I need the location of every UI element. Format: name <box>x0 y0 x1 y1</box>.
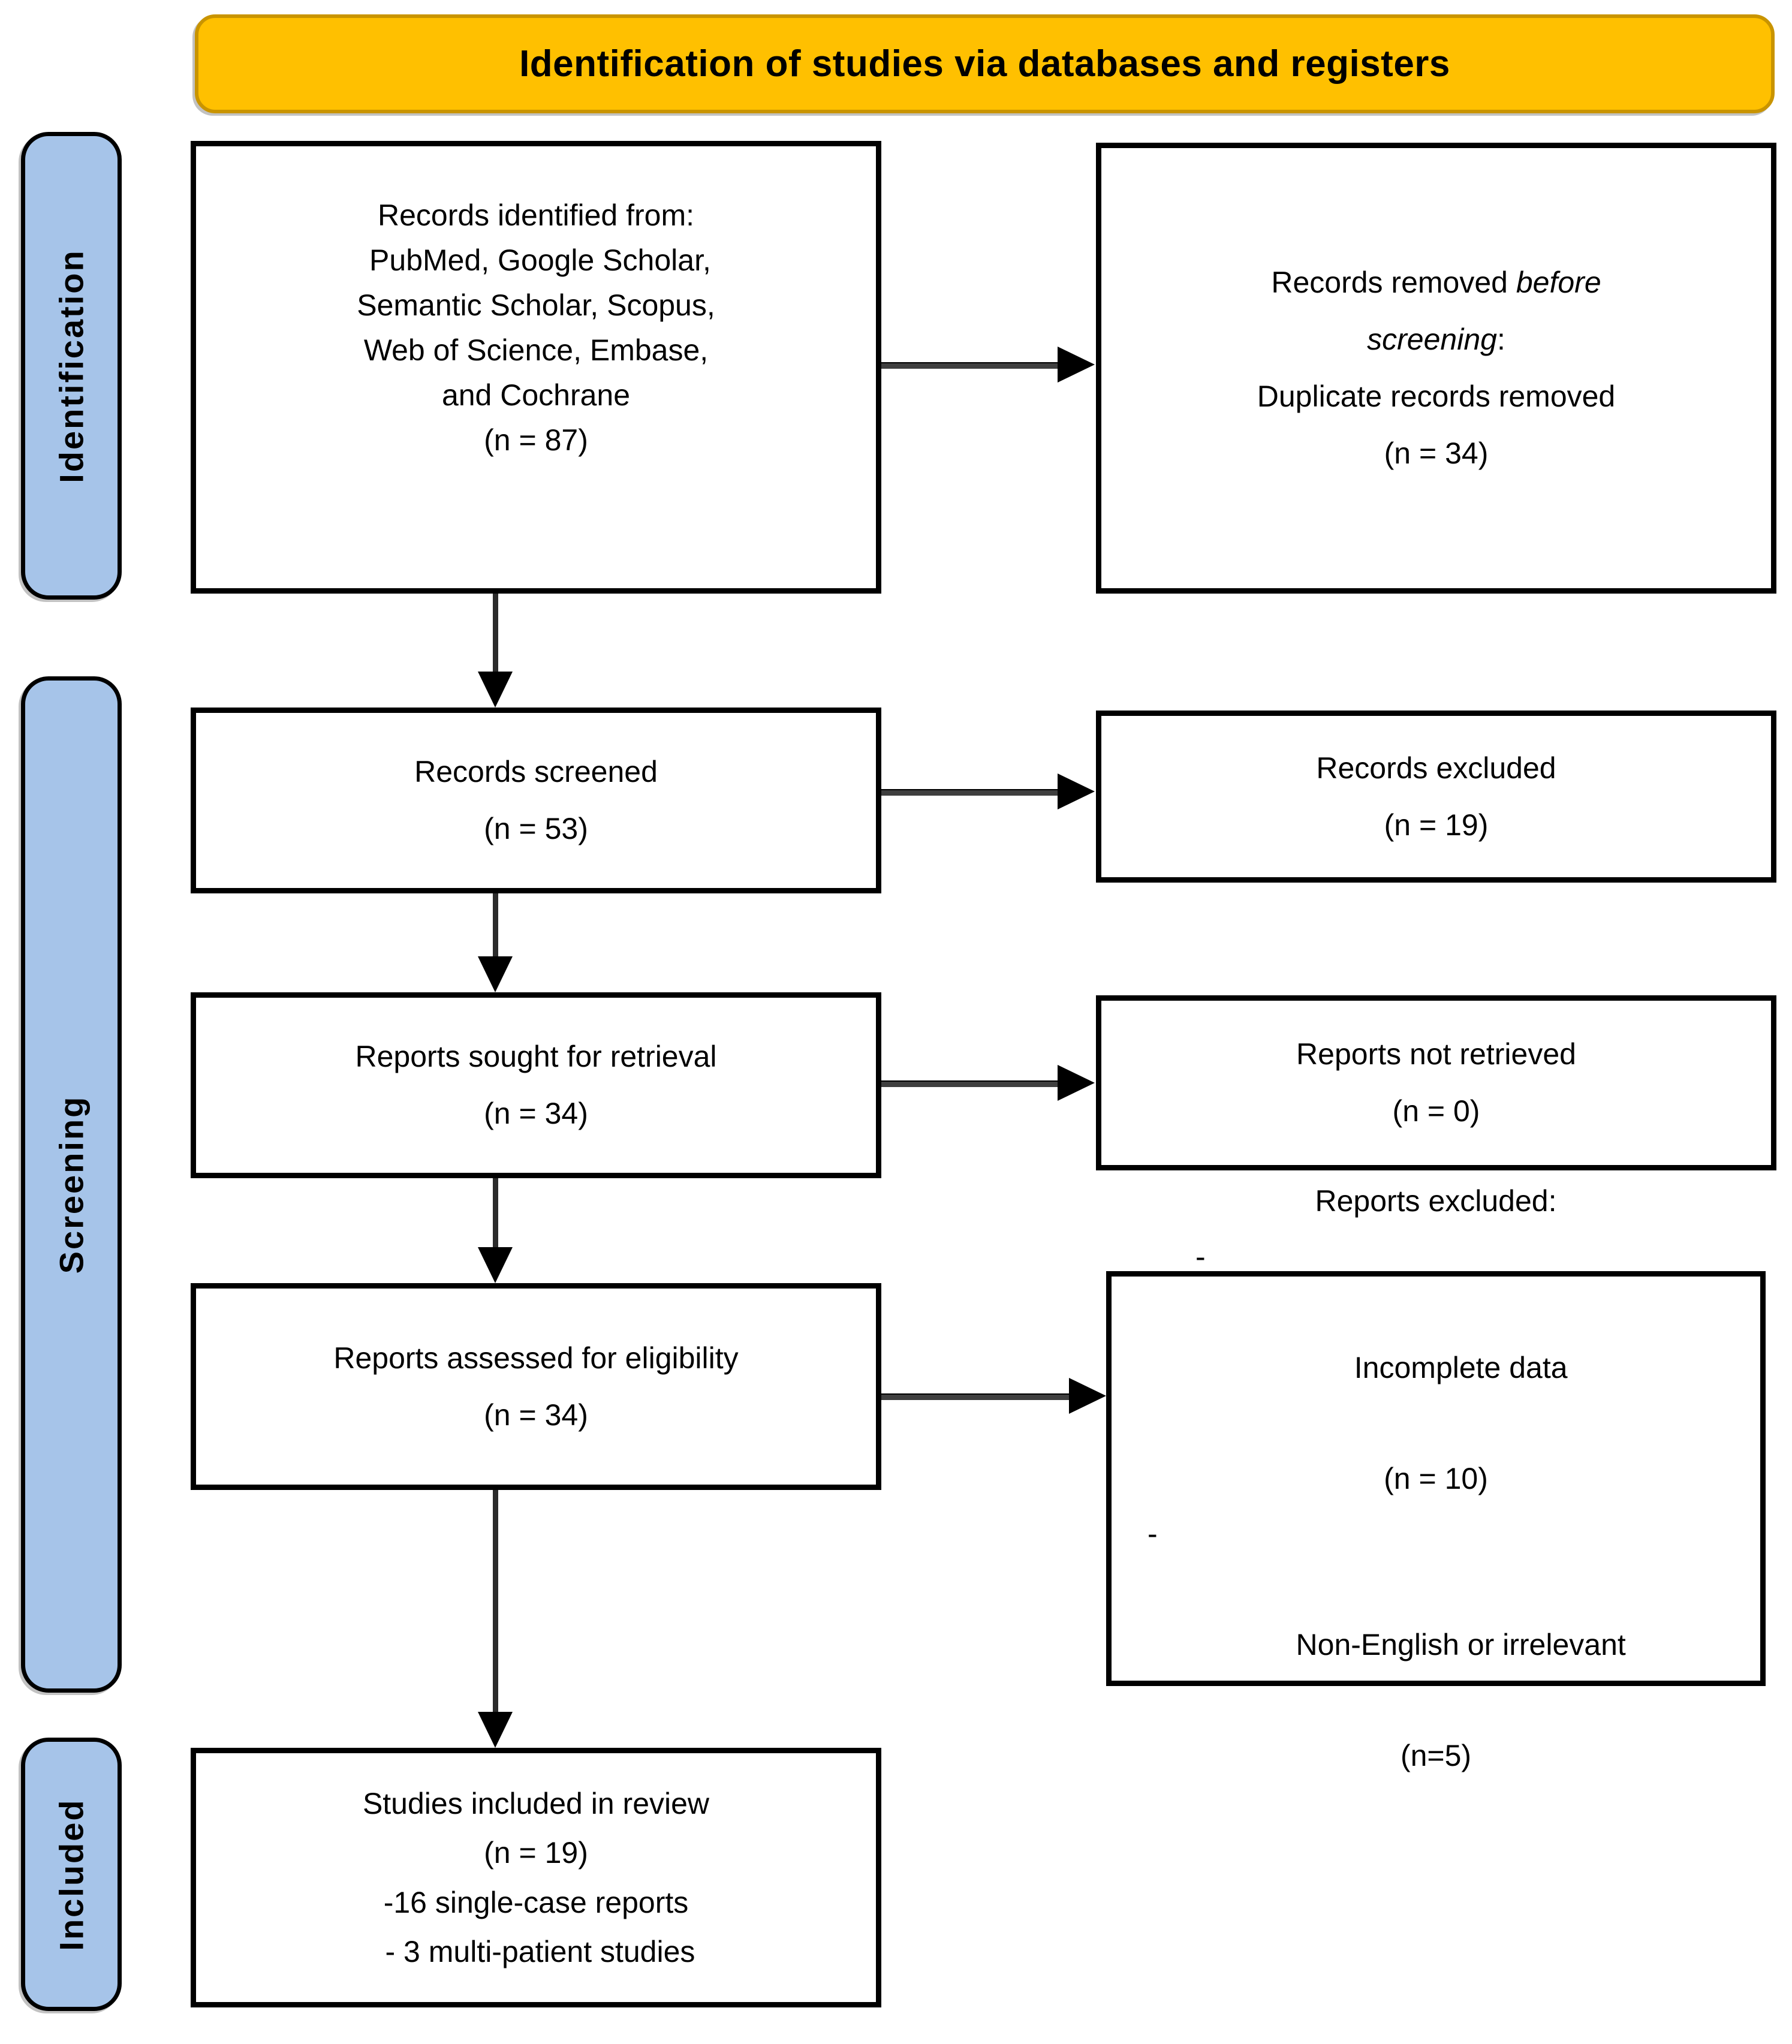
arrowhead-right-icon <box>1058 347 1095 383</box>
box-studies-included: Studies included in review (n = 19) -16 … <box>191 1748 881 2007</box>
box-records-identified: Records identified from: PubMed, Google … <box>191 141 881 594</box>
box-line: Studies included in review <box>362 1786 710 1820</box>
box-records-excluded: Records excluded (n = 19) <box>1096 711 1776 883</box>
arrow-line <box>881 1080 1059 1087</box>
bullet-item: - Non-English or irrelevant <box>1112 1506 1760 1728</box>
box-line: (n = 19) <box>1384 808 1489 842</box>
stage-included-label: Included <box>52 1798 91 1951</box>
box-records-screened: Records screened (n = 53) <box>191 708 881 893</box>
bullet-label: Incomplete data <box>1354 1350 1568 1384</box>
text-segment: Records removed <box>1271 266 1516 299</box>
box-line: (n = 0) <box>1392 1094 1480 1128</box>
box-line: Records identified from: <box>377 198 694 232</box>
stage-screening-label: Screening <box>52 1095 91 1274</box>
arrowhead-down-icon <box>478 672 513 708</box>
box-line: (n = 34) <box>484 1398 588 1432</box>
arrow-line <box>493 1490 498 1715</box>
box-line: (n = 87) <box>484 423 588 457</box>
box-line: screening: <box>1101 311 1771 368</box>
box-line: Reports excluded: <box>1315 1184 1557 1218</box>
bullet-count: (n = 10) <box>1384 1461 1488 1495</box>
arrow-line <box>881 1393 1070 1400</box>
box-records-removed-before-screening: Records removed before screening: Duplic… <box>1096 143 1776 594</box>
banner: Identification of studies via databases … <box>195 14 1775 113</box>
box-reports-assessed: Reports assessed for eligibility (n = 34… <box>191 1283 881 1490</box>
arrowhead-down-icon <box>478 1712 513 1748</box>
box-reports-sought: Reports sought for retrieval (n = 34) <box>191 992 881 1178</box>
bullet-count: (n=5) <box>1400 1739 1472 1773</box>
box-line: Reports not retrieved <box>1296 1037 1576 1071</box>
box-line: Reports sought for retrieval <box>355 1040 717 1073</box>
bullet-item: - Incomplete data <box>1112 1229 1760 1451</box>
arrowhead-down-icon <box>478 1247 513 1283</box>
box-line: Records screened <box>414 755 658 788</box>
stage-screening: Screening <box>21 676 122 1693</box>
arrowhead-right-icon <box>1058 1065 1095 1101</box>
box-line: - 3 multi-patient studies <box>377 1935 695 1968</box>
box-reports-excluded: Reports excluded: - Incomplete data (n =… <box>1106 1184 1766 1772</box>
arrow-line <box>881 789 1059 796</box>
arrow-line <box>881 362 1059 369</box>
box-line: Duplicate records removed <box>1257 380 1616 413</box>
box-line: (n = 53) <box>484 812 588 845</box>
text-segment-italic: before <box>1516 266 1601 299</box>
box-line: Semantic Scholar, Scopus, <box>357 288 715 322</box>
stage-included: Included <box>21 1738 122 2011</box>
arrow-line <box>493 1178 498 1251</box>
arrowhead-right-icon <box>1069 1378 1106 1414</box>
stage-identification: Identification <box>21 132 122 600</box>
box-line: PubMed, Google Scholar, <box>361 243 711 277</box>
arrow-line <box>493 893 498 960</box>
box-line: Web of Science, Embase, <box>363 333 709 367</box>
box-line: (n = 34) <box>1384 437 1489 470</box>
banner-title: Identification of studies via databases … <box>519 43 1450 85</box>
box-line: Records excluded <box>1316 751 1556 785</box>
box-line: Reports assessed for eligibility <box>333 1341 739 1375</box>
box-reports-not-retrieved: Reports not retrieved (n = 0) <box>1096 995 1776 1170</box>
bullet-label: Non-English or irrelevant <box>1296 1628 1626 1662</box>
box-line: (n = 34) <box>484 1097 588 1130</box>
box-line: and Cochrane <box>441 378 631 412</box>
bullet-dash: - <box>1148 1517 1158 1551</box>
arrowhead-right-icon <box>1058 773 1095 809</box>
bullet-dash: - <box>1195 1239 1206 1274</box>
arrow-line <box>493 594 498 675</box>
box-line: (n = 19) <box>484 1836 588 1870</box>
text-segment-italic: screening <box>1367 323 1497 356</box>
box-line: -16 single-case reports <box>383 1885 689 1919</box>
text-segment: : <box>1496 323 1505 356</box>
stage-identification-label: Identification <box>52 248 91 483</box>
box-line: Records removed before <box>1101 254 1771 311</box>
arrowhead-down-icon <box>478 956 513 992</box>
